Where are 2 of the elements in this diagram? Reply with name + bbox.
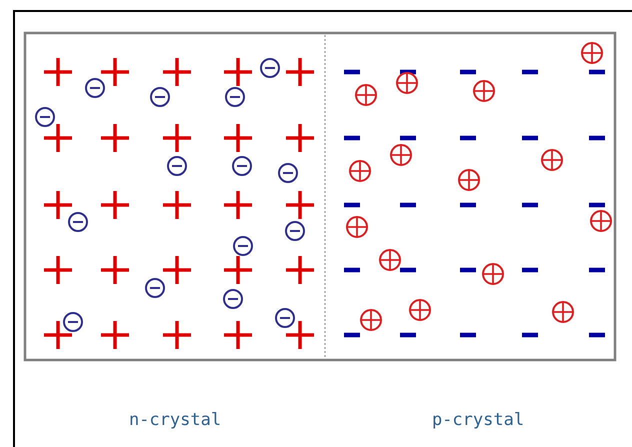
region-label: p-crystal [432, 410, 524, 430]
region-label: n-crystal [128, 410, 222, 430]
